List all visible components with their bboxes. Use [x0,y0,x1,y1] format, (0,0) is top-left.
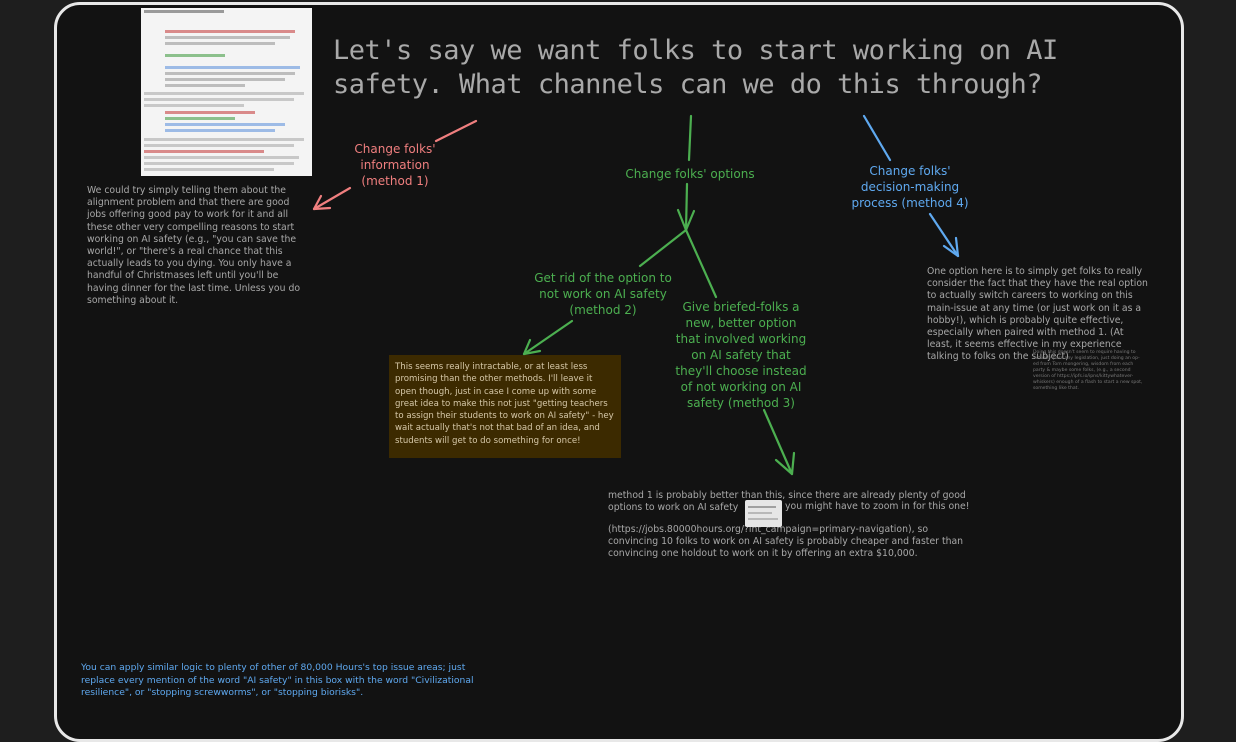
arrow-to-method1 [436,121,476,141]
arrow-to-method4 [864,116,890,160]
arrow-to-method2 [640,230,686,266]
arrow-to-options [689,116,691,160]
arrow-method4-to-text [930,214,958,256]
arrow-options-down [686,184,687,230]
arrow-method2-to-note [524,321,572,354]
arrow-to-method3 [686,230,716,297]
arrow-method3-to-text [764,410,792,474]
diagram-arrows [0,0,1236,706]
